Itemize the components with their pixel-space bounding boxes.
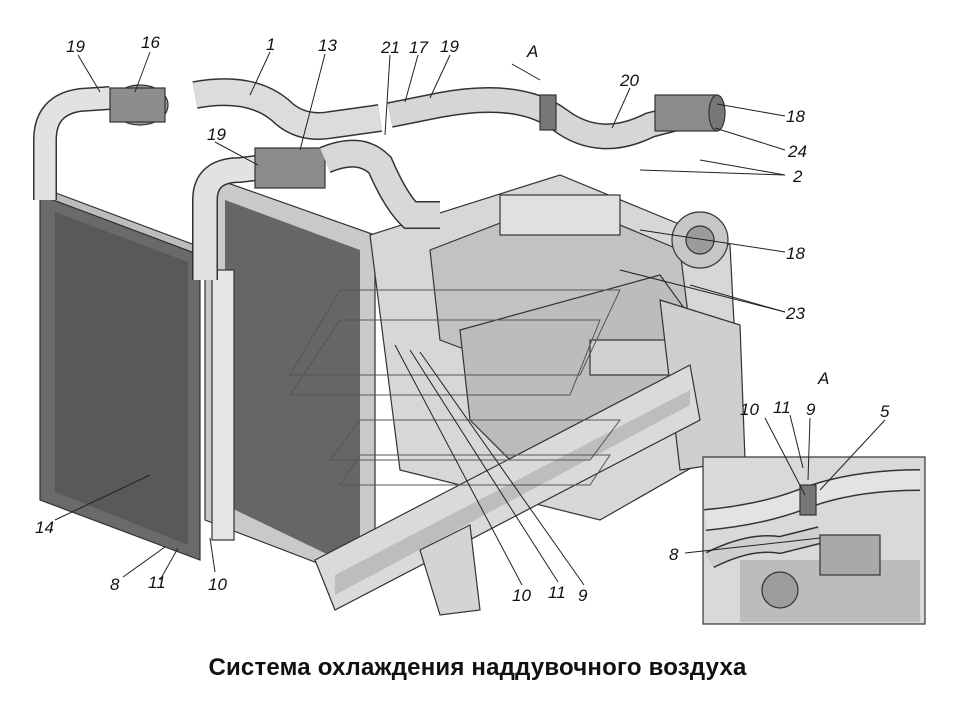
callout-17: 17: [409, 38, 428, 57]
inset-view-a: [702, 456, 926, 625]
callout-11: 11: [148, 573, 166, 592]
diagram-title: Система охлаждения наддувочного воздуха: [208, 654, 747, 681]
callout-21: 21: [380, 38, 400, 57]
callout-14: 14: [35, 518, 54, 537]
callout-20: 20: [619, 71, 639, 90]
callout-1: 1: [266, 35, 275, 54]
view-label-a: А: [526, 42, 538, 61]
callout-10: 10: [740, 400, 759, 419]
callout-9: 9: [806, 400, 816, 419]
leader-lines: [54, 51, 886, 586]
callout-labels: 19 16 1 13 21 17 19 А 20 18 24 19 2 18 2…: [35, 33, 890, 605]
pipe-20: [387, 87, 726, 150]
callout-8: 8: [669, 545, 679, 564]
air-duct-front: [192, 139, 440, 280]
callout-19: 19: [440, 37, 459, 56]
callout-16: 16: [141, 33, 160, 52]
callout-23: 23: [785, 304, 805, 323]
charge-air-cooler-rear: [38, 189, 210, 561]
callout-5: 5: [880, 402, 890, 421]
callout-9: 9: [578, 586, 588, 605]
hatch-overlay: [289, 289, 621, 486]
callout-11: 11: [773, 398, 791, 417]
pipe-1: [192, 78, 382, 140]
callout-18: 18: [786, 244, 805, 263]
callout-18: 18: [786, 107, 805, 126]
air-duct-rear: [33, 84, 169, 200]
callout-10: 10: [512, 586, 531, 605]
callout-8: 8: [110, 575, 120, 594]
callout-13: 13: [318, 36, 337, 55]
callout-19: 19: [207, 125, 226, 144]
callout-19: 19: [66, 37, 85, 56]
callout-2: 2: [792, 167, 803, 186]
view-label-a: А: [817, 369, 829, 388]
radiator-front: [204, 174, 376, 586]
callout-24: 24: [787, 142, 807, 161]
frame-rail: [314, 364, 701, 616]
callout-10: 10: [208, 575, 227, 594]
callout-11: 11: [548, 583, 566, 602]
